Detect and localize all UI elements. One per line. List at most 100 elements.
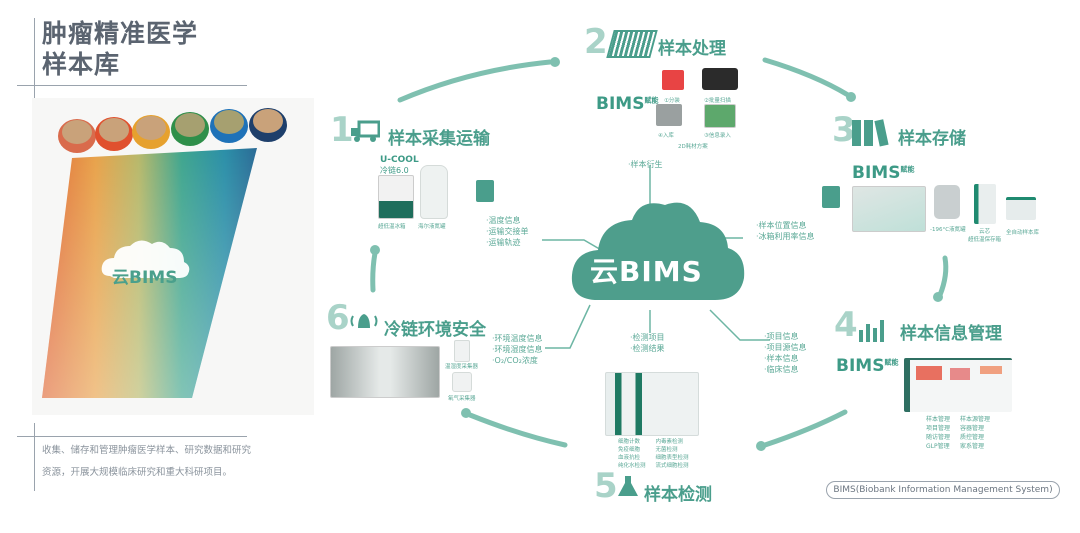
step-6-title: 冷链环境安全 (384, 320, 486, 340)
cycle-arc-6-1 (370, 250, 378, 293)
test-item: 内毒素检测 (655, 439, 684, 445)
step-1-caption: 海尔液氮罐 (418, 224, 446, 230)
data-entry-image (704, 104, 736, 128)
description-line-2: 资源，开展大规模临床研究和重大科研项目。 (42, 467, 233, 478)
bullet: ·临床信息 (764, 365, 799, 374)
bullet: ·项目信息 (764, 332, 799, 341)
rainbow-vials-photo: 云BIMS (32, 98, 314, 415)
step-6-number: 6 (326, 298, 350, 338)
bullet: ·温度信息 (486, 216, 521, 225)
step-3-number: 3 (832, 110, 856, 150)
cycle-node (550, 57, 560, 67)
dashboard-screenshot (904, 358, 1012, 412)
test-item: 纯化水检测 (618, 463, 646, 469)
monitor-sensor-icon (476, 180, 494, 202)
step-6-caption: 氧气采集器 (448, 396, 476, 402)
bullet: ·样本衍生 (628, 160, 663, 169)
link-step6 (545, 304, 591, 349)
truck-icon (350, 120, 381, 142)
step-3-bims: BIMS赋能 (852, 163, 914, 183)
step-1-title: 样本采集运输 (388, 129, 490, 149)
step-5-title: 样本检测 (644, 485, 712, 505)
cycle-arc-5-6 (467, 412, 568, 448)
bims-sup: 赋能 (644, 96, 659, 105)
bullet: ·环境温度信息 (492, 334, 543, 343)
cycle-node (370, 245, 380, 255)
cycle-node (461, 408, 471, 418)
desc-vertical-rule (34, 423, 35, 491)
feature-item: 随访管理 (926, 434, 951, 441)
cycle-arc-3-4 (937, 255, 949, 298)
oxygen-sensor-image (452, 372, 472, 392)
vial-row (58, 108, 287, 153)
bullet: ·样本信息 (764, 354, 799, 363)
bims-label: BIMS (852, 163, 901, 183)
cloud-bims-label: 云BIMS (590, 255, 703, 288)
step-4-title: 样本信息管理 (900, 324, 1002, 344)
bullet: ·冰箱利用率信息 (756, 232, 815, 241)
step-5-tests: 细胞计数 内毒素检测 免疫细胞 无菌检测 血液抗检 细胞表型检测 纯化水检测 流… (618, 438, 689, 470)
step-2-bullets: ·样本衍生 (628, 159, 663, 170)
step-2-caption: ②批量扫描 (704, 98, 731, 104)
tube-rack-icon (606, 30, 658, 58)
storage-image (656, 104, 682, 126)
step-1-caption: 超低温冰箱 (378, 224, 406, 230)
cycle-arc-2-3 (762, 57, 851, 98)
feature-item: 容器管理 (960, 425, 985, 432)
dewar-image (420, 165, 448, 219)
title-vertical-rule (34, 18, 35, 100)
cycle-node (756, 441, 766, 451)
bullet: ·样本位置信息 (756, 221, 807, 230)
test-item: 无菌检测 (655, 447, 678, 453)
step-5-number: 5 (594, 466, 618, 506)
cycle-arc-4-5 (762, 409, 848, 448)
step-2-caption: ④入库 (658, 133, 674, 139)
bullet: ·检测项目 (630, 333, 665, 342)
bar-chart-icon (857, 318, 891, 342)
freezer-image (378, 175, 414, 219)
bims-definition-pill: BIMS(Biobank Information Management Syst… (826, 481, 1060, 499)
step-3-caption: -196°C液氮罐 (930, 227, 966, 233)
title-line-1: 肿瘤精准医学 (42, 19, 199, 48)
cycle-node (933, 292, 943, 302)
humidity-sensor-image (454, 340, 470, 362)
aliquot-image (662, 70, 684, 90)
description-line-1: 收集、储存和管理肿瘤医学样本、研究数据和研究 (42, 445, 252, 456)
feature-item: 样本管理 (926, 416, 951, 423)
feature-item: 家系管理 (960, 443, 985, 450)
feature-item: GLP管理 (926, 443, 950, 450)
bullet: ·O₂/CO₂浓度 (492, 356, 538, 365)
alarm-bell-icon (348, 310, 378, 332)
title-line-2: 样本库 (42, 50, 121, 79)
scanner-image (702, 68, 738, 90)
step-2-title: 样本处理 (658, 39, 726, 59)
cloud-shape (571, 202, 745, 300)
step-1-bullets: ·温度信息 ·运输交接单 ·运输轨迹 (486, 215, 529, 248)
bullet: ·检测结果 (630, 344, 665, 353)
cycle-node (846, 92, 856, 102)
step-2-caption: ①分装 (664, 98, 680, 104)
step-6-bullets: ·环境温度信息 ·环境湿度信息 ·O₂/CO₂浓度 (492, 333, 543, 366)
bullet: ·环境湿度信息 (492, 345, 543, 354)
warehouse-image (852, 186, 926, 232)
step-4-number: 4 (834, 305, 858, 345)
step-4-bims: BIMS赋能 (836, 356, 898, 376)
bullet: ·项目源信息 (764, 343, 807, 352)
bullet: ·运输轨迹 (486, 238, 521, 247)
bims-label: BIMS (596, 94, 645, 114)
bims-sup: 赋能 (884, 358, 899, 367)
cold-room-photo (330, 346, 440, 398)
flask-icon (616, 474, 640, 498)
description: 收集、储存和管理肿瘤医学样本、研究数据和研究 资源，开展大规模临床研究和重大科研… (42, 440, 252, 484)
step-3-bullets: ·样本位置信息 ·冰箱利用率信息 (756, 220, 815, 242)
step-3-caption: 云芯 超低温保存箱 (968, 229, 1002, 243)
step-5-bullets: ·检测项目 ·检测结果 (630, 332, 665, 354)
step-3-caption: 全自动样本库 (1006, 230, 1040, 236)
step-2-caption: ③信息录入 (704, 133, 731, 139)
step-3-title: 样本存储 (898, 129, 966, 149)
auto-store-image (1006, 197, 1036, 220)
cycle-arc-1-2 (397, 59, 553, 103)
test-item: 免疫细胞 (618, 447, 641, 453)
test-item: 细胞计数 (618, 439, 641, 445)
monitor-sensor-icon (822, 186, 840, 208)
